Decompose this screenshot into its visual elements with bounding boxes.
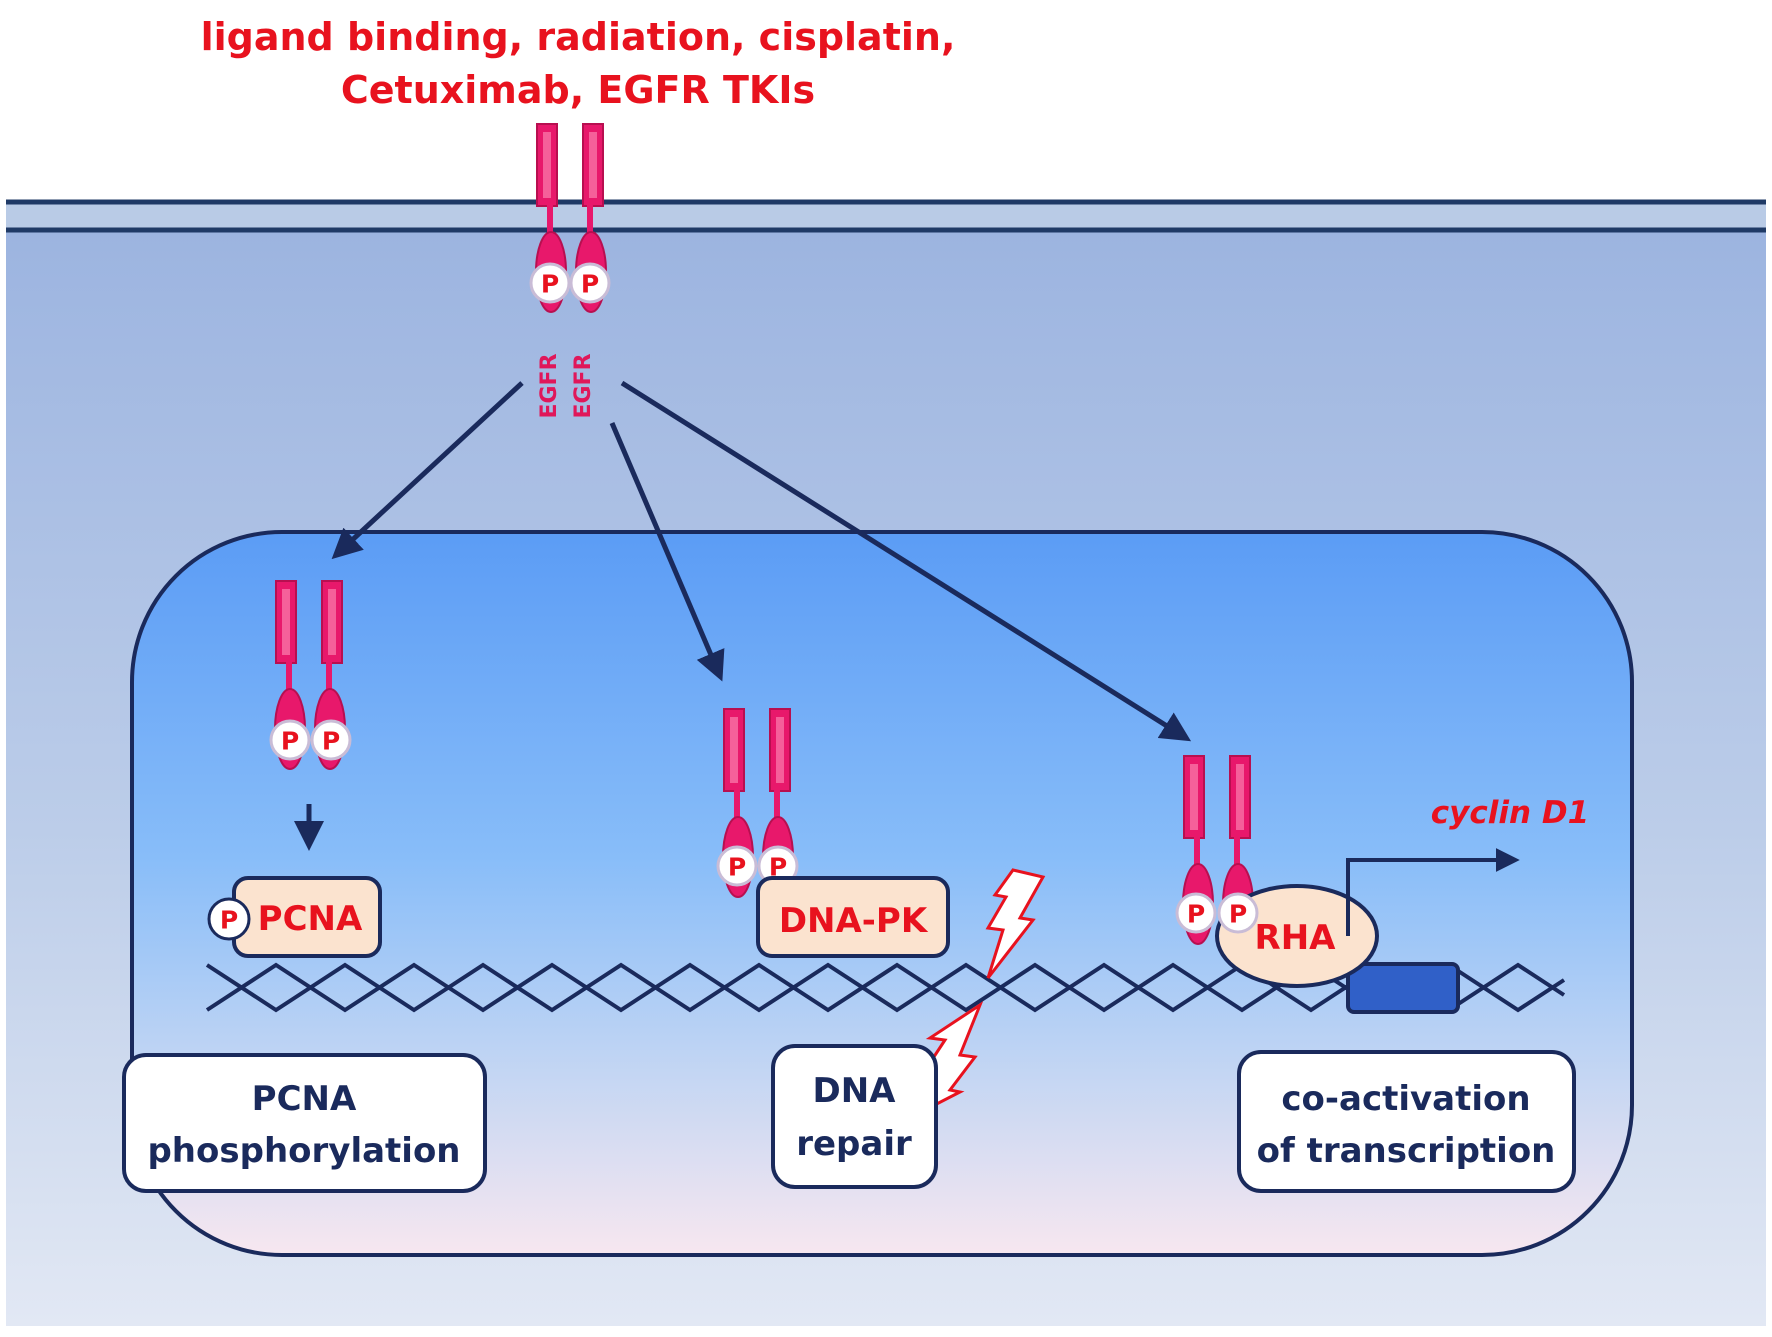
nuclear-egfr-dimer-pcna: P P: [269, 580, 352, 770]
egfr-label-right: EGFR: [571, 353, 596, 418]
svg-text:P: P: [541, 270, 559, 299]
svg-text:PCNA: PCNA: [252, 1079, 357, 1119]
svg-text:co-activation: co-activation: [1281, 1079, 1530, 1119]
svg-text:DNA-PK: DNA-PK: [779, 901, 929, 941]
membrane-egfr-dimer: P P EGFR EGFR: [529, 123, 611, 419]
svg-text:DNA: DNA: [813, 1071, 897, 1111]
svg-text:PCNA: PCNA: [258, 899, 363, 939]
svg-text:P: P: [281, 727, 299, 756]
nuclear-egfr-dimer-dnapk: P P: [716, 708, 799, 898]
stimulus-line-1: ligand binding, radiation, cisplatin,: [201, 15, 956, 59]
phosphate-icon: [207, 897, 251, 941]
arrow-to-rha: [620, 380, 1192, 742]
phosphate-icon: [1217, 892, 1259, 934]
signaling-arrows: [294, 380, 1192, 851]
svg-text:P: P: [220, 906, 238, 935]
stimulus-line-2: Cetuximab, EGFR TKIs: [341, 68, 815, 112]
svg-text:P: P: [1187, 900, 1205, 929]
transcription-arrow-icon: [1346, 848, 1520, 936]
svg-text:P: P: [581, 270, 599, 299]
egfr-label-left: EGFR: [537, 353, 562, 418]
dnapk-protein: DNA-PK: [756, 876, 950, 958]
svg-text:of transcription: of transcription: [1257, 1131, 1556, 1171]
arrow-to-dnapk: [609, 422, 725, 682]
pcna-protein: PCNA P: [207, 876, 382, 958]
svg-text:phosphorylation: phosphorylation: [147, 1131, 460, 1171]
lightning-bolt-icon: [985, 868, 1046, 979]
phosphate-icon: [1175, 892, 1217, 934]
phosphate-icon: P: [529, 262, 571, 304]
outcome-coactivation-of-transcription: co-activation of transcription: [1237, 1050, 1576, 1193]
rha-protein: RHA P P: [1175, 884, 1379, 988]
phosphate-icon: P: [569, 262, 611, 304]
svg-text:RHA: RHA: [1255, 918, 1337, 958]
svg-text:P: P: [1229, 900, 1247, 929]
arrow-to-pcna: [331, 381, 524, 560]
svg-text:P: P: [728, 853, 746, 882]
svg-text:repair: repair: [796, 1124, 912, 1164]
gene-promoter-box: [1346, 962, 1460, 1014]
cyclin-d1-gene-label: cyclin D1: [1431, 795, 1589, 831]
outcome-pcna-phosphorylation: PCNA phosphorylation: [122, 1053, 487, 1193]
svg-text:P: P: [769, 853, 787, 882]
outcome-dna-repair: DNA repair: [771, 1044, 938, 1189]
svg-text:P: P: [322, 727, 340, 756]
plasma-membrane: [6, 199, 1766, 233]
